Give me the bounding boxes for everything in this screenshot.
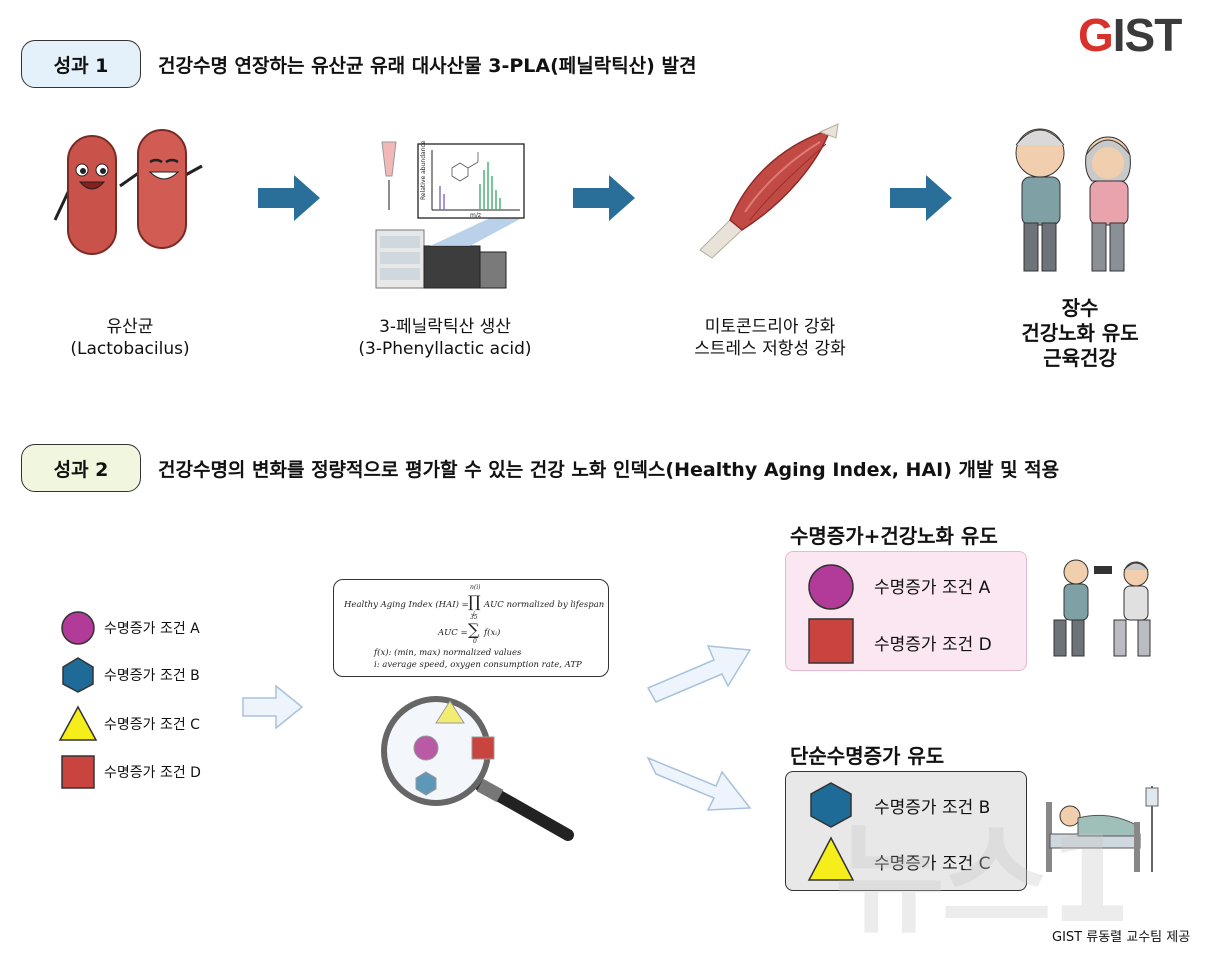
square-icon [61,755,95,789]
formula-line1-right: AUC normalized by lifespan [484,600,605,610]
condition-d-label: 수명증가 조건 D [104,765,201,781]
triangle-icon [58,705,98,741]
formula-prod-bottom: i [473,611,475,618]
formula-line3: f(x): (min, max) normalized values [374,648,522,658]
news1-watermark: 뉴스1 [835,811,1131,950]
muscle-illustration [699,123,839,259]
credit-text: GIST 류동렬 교수팀 제공 [1052,930,1191,945]
mass-spectrometer-illustration: Relative abundance m/z [375,140,525,289]
elderly-exercising-illustration [1053,559,1151,657]
caption-line: 스트레스 저항성 강화 [694,339,846,359]
gist-logo: GIST [1078,8,1183,62]
section2-headline: 건강수명의 변화를 정량적으로 평가할 수 있는 건강 노화 인덱스(Healt… [158,459,1060,481]
magnifying-glass-illustration [381,696,574,841]
light-arrow-up-right-icon [646,645,752,703]
section1-headline: 건강수명 연장하는 유산균 유래 대사산물 3-PLA(페닐락틱산) 발견 [158,55,697,77]
condition-b-row: 수명증가 조건 B [58,655,200,695]
light-arrow-down-right-icon [646,756,752,811]
chart-x-axis-label: m/z [470,212,481,219]
triangle-icon [807,836,855,881]
outcome-caption: 장수 건강노화 유도 근육건강 [990,296,1170,371]
hexagon-icon [62,657,94,693]
light-arrow-right-icon [242,684,304,730]
section2-badge: 성과 2 [21,444,141,492]
lactobacillus-illustration [53,129,203,255]
circle-icon [61,611,95,645]
caption-line: 유산균 [106,317,154,337]
formula-line4: i: average speed, oxygen consumption rat… [374,660,582,670]
healthy-item-d: 수명증가 조건 D [874,635,992,655]
condition-b-label: 수명증가 조건 B [104,668,200,684]
formula-sum-symbol: ∑ [468,620,480,639]
formula-line1-left: Healthy Aging Index (HAI) = [344,600,469,610]
section1-badge: 성과 1 [21,40,141,88]
condition-c-row: 수명증가 조건 C [58,704,200,744]
outcome-line: 장수 [1061,296,1099,320]
healthy-item-a: 수명증가 조건 A [874,578,991,598]
healthy-box-title: 수명증가+건강노화 유도 [790,524,998,548]
section2-badge-label: 성과 2 [53,458,109,481]
formula-line2-right: f(xᵢ) [484,628,501,638]
simple-result-box: 수명증가 조건 B 수명증가 조건 C [785,771,1027,891]
section1-badge-label: 성과 1 [53,54,109,77]
arrow-right-icon [258,175,320,221]
condition-c-label: 수명증가 조건 C [104,717,200,733]
arrow-right-icon [573,175,635,221]
simple-box-title: 단순수명증가 유도 [790,744,945,768]
caption-line: (3-Phenyllactic acid) [358,339,532,359]
chart-y-axis-label: Relative abundance [420,140,427,200]
logo-ist: IST [1112,9,1183,61]
outcome-line: 건강노화 유도 [1021,321,1139,345]
caption-lactobacillus: 유산균 (Lactobacilus) [40,316,220,360]
caption-line: 3-페닐락틱산 생산 [379,317,511,337]
condition-a-row: 수명증가 조건 A [58,608,200,648]
formula-product-symbol: ∏ [468,592,481,611]
hexagon-icon [810,782,852,828]
circle-icon [808,564,854,610]
arrow-right-icon [890,175,952,221]
formula-sum-bottom: 0 [473,638,477,645]
logo-g: G [1078,9,1114,61]
simple-item-b: 수명증가 조건 B [874,798,991,818]
formula-line2-left: AUC = [438,628,468,638]
conditions-legend: 수명증가 조건 A 수명증가 조건 B 수명증가 조건 C 수명증가 조건 D [58,608,248,798]
healthy-result-box: 수명증가 조건 A 수명증가 조건 D [785,551,1027,671]
formula-sum-top: 35 [470,614,478,621]
simple-item-c: 수명증가 조건 C [874,854,991,874]
hospital-bed-illustration [1046,786,1159,872]
square-icon [808,618,854,664]
caption-line: 미토콘드리아 강화 [704,317,836,337]
caption-3pla: 3-페닐락틱산 생산 (3-Phenyllactic acid) [340,316,550,360]
caption-line: (Lactobacilus) [70,339,190,359]
outcome-line: 근육건강 [1043,346,1117,370]
caption-mitochondria: 미토콘드리아 강화 스트레스 저항성 강화 [665,316,875,360]
condition-d-row: 수명증가 조건 D [58,752,201,792]
formula-prod-top: n(i) [470,584,481,591]
condition-a-label: 수명증가 조건 A [104,621,200,637]
elderly-couple-jogging-illustration [1015,128,1131,272]
hai-formula-box: Healthy Aging Index (HAI) = n(i) ∏ i AUC… [333,579,609,677]
